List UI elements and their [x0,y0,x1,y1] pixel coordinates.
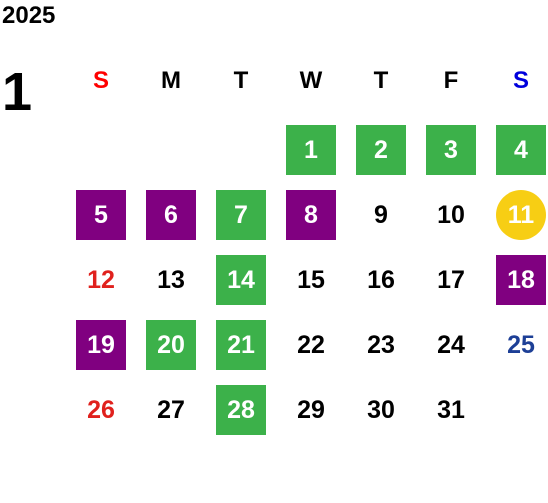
day-cell-18[interactable]: 18 [496,255,546,305]
month-number: 1 [2,62,33,122]
day-cell-24[interactable]: 24 [437,330,465,359]
day-cell-16[interactable]: 16 [367,265,395,294]
day-cell-17[interactable]: 17 [437,265,465,294]
day-cell-11[interactable]: 11 [496,190,546,240]
weekday-header-wednesday: W [299,67,323,94]
weekday-header-thursday: T [373,67,389,94]
day-cell-22[interactable]: 22 [297,330,325,359]
day-cell-28[interactable]: 28 [216,385,266,435]
day-cell-25[interactable]: 25 [507,330,535,359]
weekday-header-monday: M [161,67,181,94]
day-cell-26[interactable]: 26 [87,395,115,424]
weekday-header-saturday: S [512,67,529,94]
day-cell-31[interactable]: 31 [437,395,465,424]
day-cell-10[interactable]: 10 [437,200,465,229]
day-cell-20[interactable]: 20 [146,320,196,370]
day-cell-12[interactable]: 12 [87,265,115,294]
year-label: 2025 [2,2,56,29]
day-cell-6[interactable]: 6 [146,190,196,240]
day-cell-27[interactable]: 27 [157,395,185,424]
weekday-header-sunday: S [92,67,109,94]
day-cell-21[interactable]: 21 [216,320,266,370]
weekday-header-friday: F [443,67,459,94]
day-cell-23[interactable]: 23 [367,330,395,359]
day-cell-15[interactable]: 15 [297,265,325,294]
day-cell-29[interactable]: 29 [297,395,325,424]
day-cell-2[interactable]: 2 [356,125,406,175]
day-cell-13[interactable]: 13 [157,265,185,294]
day-cell-30[interactable]: 30 [367,395,395,424]
day-cell-7[interactable]: 7 [216,190,266,240]
day-cell-8[interactable]: 8 [286,190,336,240]
day-cell-14[interactable]: 14 [216,255,266,305]
day-cell-3[interactable]: 3 [426,125,476,175]
day-cell-19[interactable]: 19 [76,320,126,370]
weekday-header-tuesday: T [233,67,249,94]
day-cell-9[interactable]: 9 [374,200,388,229]
day-cell-4[interactable]: 4 [496,125,546,175]
day-cell-5[interactable]: 5 [76,190,126,240]
day-cell-1[interactable]: 1 [286,125,336,175]
